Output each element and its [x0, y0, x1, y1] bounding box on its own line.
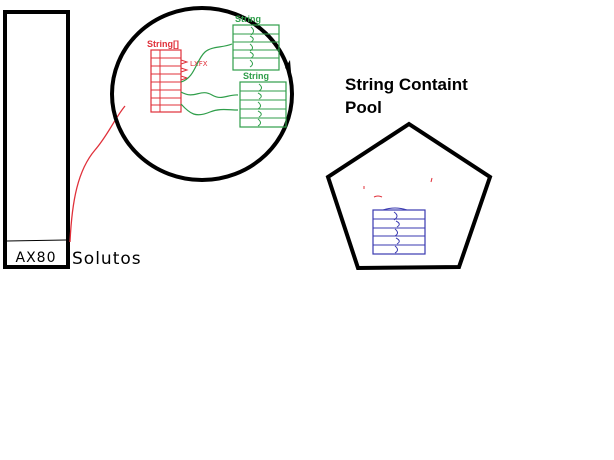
pool-red-ticks — [363, 177, 433, 198]
string-object-2: String — [239, 71, 287, 128]
pool-string-box — [372, 209, 426, 255]
stack: AX80 Solutos — [3, 10, 142, 269]
stack-cell-value: AX80 — [16, 250, 57, 266]
pool-title-line2: Pool — [345, 98, 382, 117]
string-object-1-box — [232, 24, 280, 71]
array-box — [150, 49, 182, 113]
stack-cell-divider — [6, 239, 67, 242]
heap: String[] LXFX — [110, 6, 294, 182]
stack-variable-name: Solutos — [72, 249, 142, 269]
string-array: String[] LXFX — [147, 39, 208, 113]
stack-frame — [3, 10, 70, 269]
array-ref-scribble: LXFX — [190, 60, 208, 68]
heap-arrow-tip — [285, 60, 291, 72]
string-pool: String Containt Pool — [325, 75, 493, 271]
pool-pentagon — [325, 121, 493, 271]
string-object-2-box — [239, 81, 287, 128]
array-to-string-arrows — [180, 43, 239, 116]
string-object-2-label: String — [243, 71, 269, 81]
pool-title-line1: String Containt — [345, 75, 468, 94]
string-object-1: String — [232, 14, 280, 71]
array-pointer-marks — [180, 59, 189, 81]
pool-string-object — [372, 207, 426, 255]
array-slots — [151, 50, 181, 112]
array-type-label: String[] — [147, 39, 179, 49]
heap-ellipse — [110, 6, 294, 182]
string-object-1-label: String — [235, 14, 261, 24]
